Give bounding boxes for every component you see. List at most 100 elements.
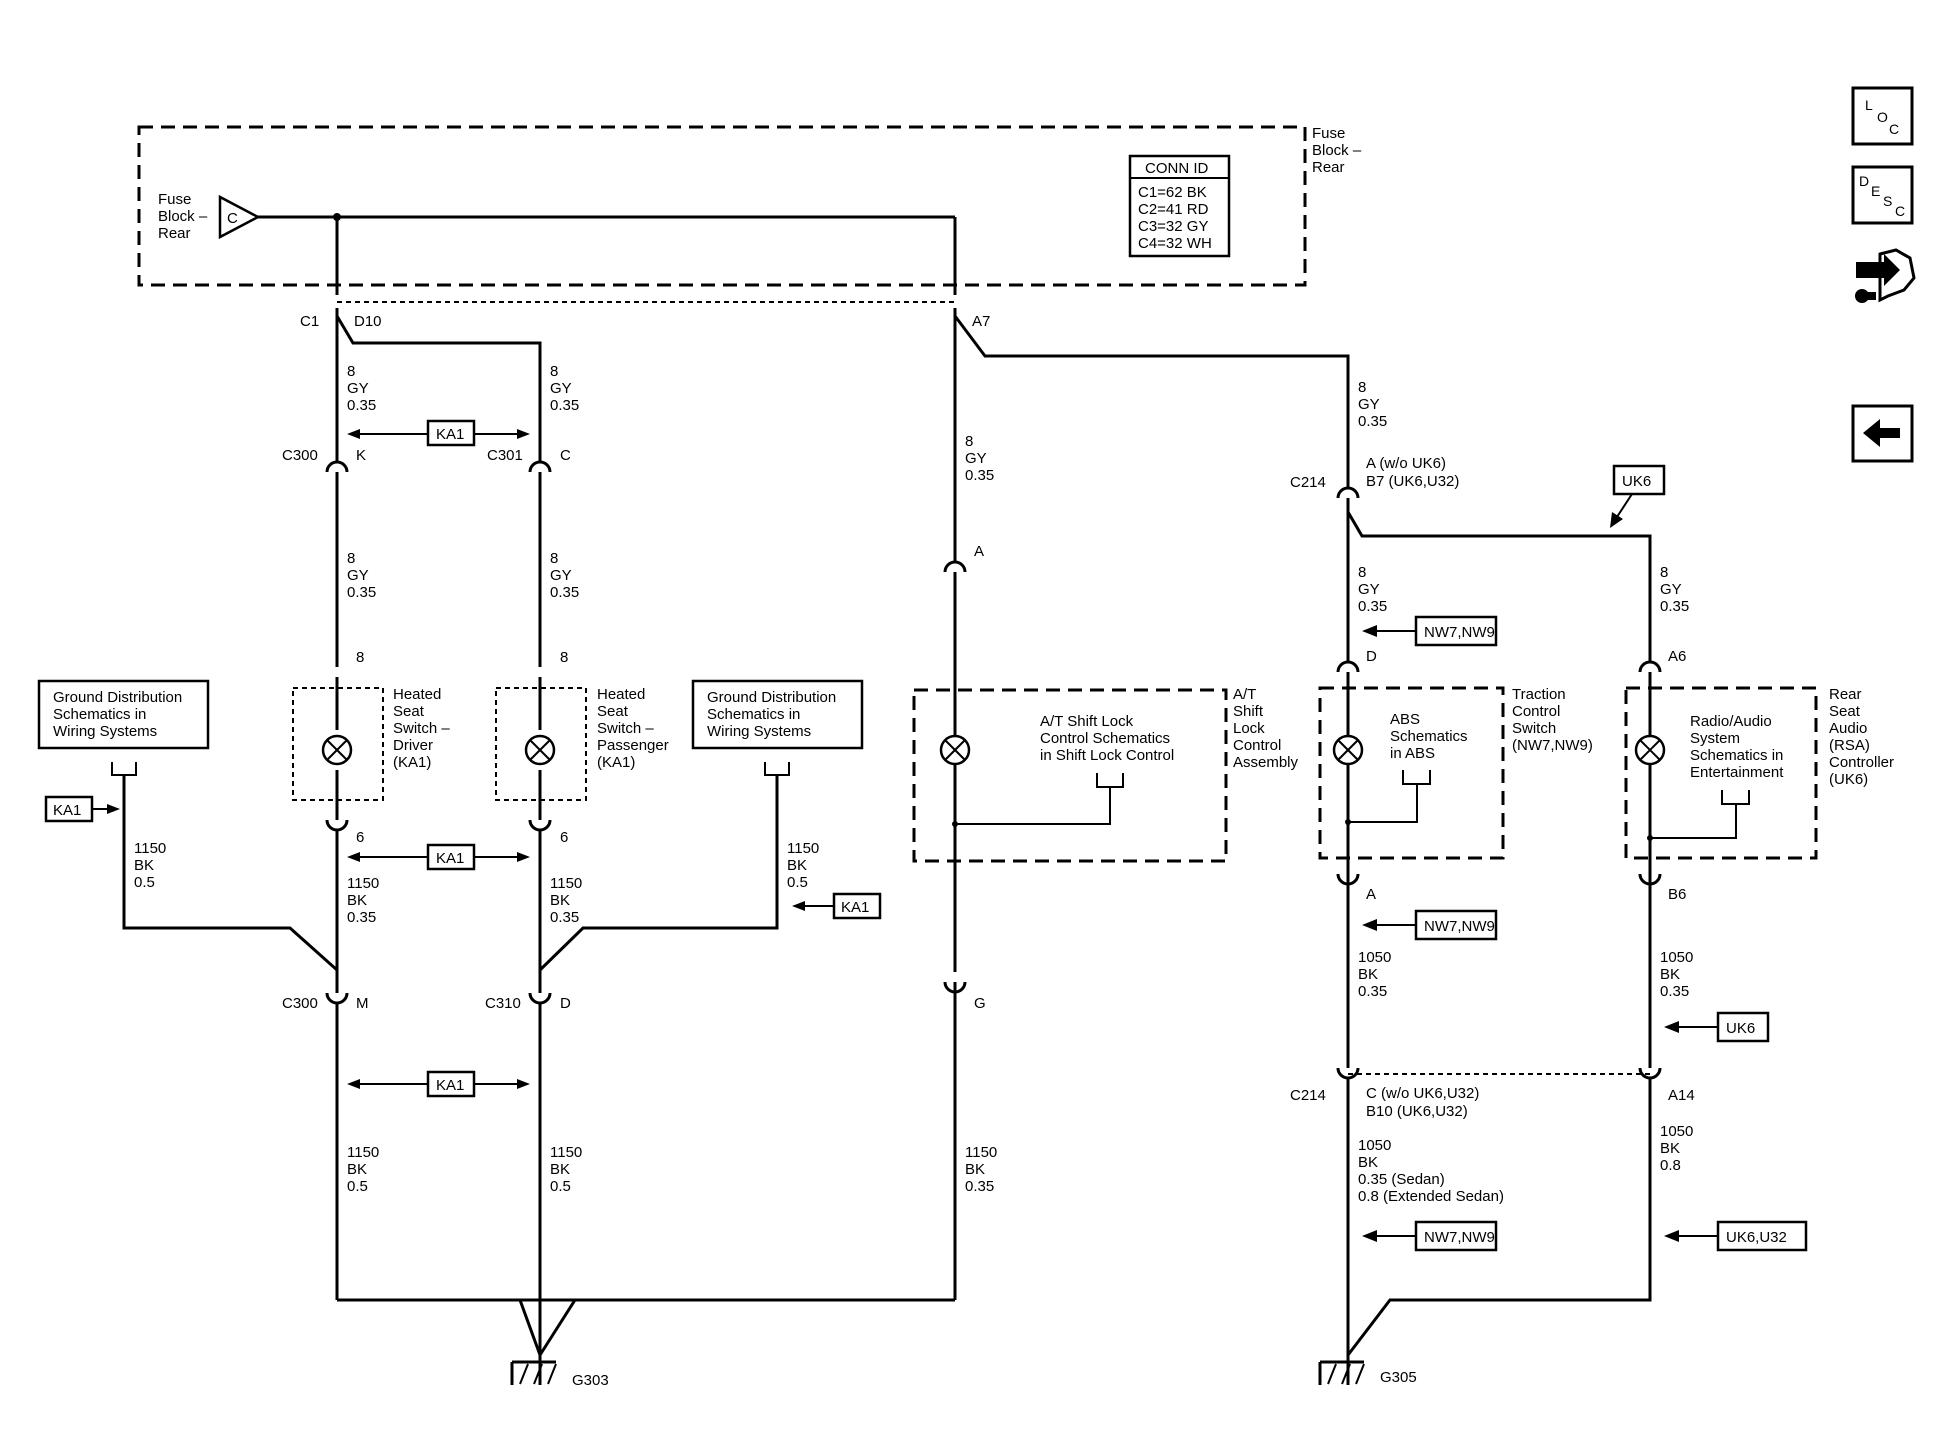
shift-lock-reference[interactable]: A/T Shift Lock Control Schematics in Shi… — [1040, 713, 1174, 764]
svg-text:Rear: Rear — [158, 225, 191, 242]
pin-g-label: G — [974, 995, 986, 1012]
pin-d-label: D — [1366, 648, 1377, 665]
svg-text:Driver: Driver — [393, 737, 433, 754]
svg-text:1150: 1150 — [550, 875, 582, 892]
lamp-icon — [1332, 734, 1364, 766]
wire-label-gy-abs: 8 GY 0.35 — [1358, 564, 1387, 615]
ground-symbol-icon — [1318, 1360, 1365, 1385]
svg-text:S: S — [1883, 193, 1892, 209]
svg-text:8: 8 — [550, 363, 558, 380]
svg-text:in Shift Lock Control: in Shift Lock Control — [1040, 747, 1174, 764]
svg-text:Switch: Switch — [1512, 720, 1556, 737]
wire-label-bk-mid-mid: 1150 BK 0.35 — [550, 875, 582, 926]
lamp-icon — [1634, 734, 1666, 766]
svg-text:1150: 1150 — [134, 840, 166, 857]
uk6-option-label: UK6 — [1622, 473, 1651, 490]
svg-text:Controller: Controller — [1829, 754, 1894, 771]
abs-reference[interactable]: ABS Schematics in ABS — [1390, 711, 1468, 762]
conn-id-row: C1=62 BK — [1138, 184, 1207, 201]
wire-label-bk-mid-bot: 1150 BK 0.5 — [550, 1144, 582, 1195]
svg-text:Audio: Audio — [1829, 720, 1867, 737]
uk6-option-tag[interactable] — [1612, 464, 1666, 496]
ka1-option-tag[interactable] — [426, 843, 476, 871]
wire-label-bk-left-bot: 1150 BK 0.5 — [347, 1144, 379, 1195]
connector-c1-label: C1 — [300, 313, 319, 330]
wire-label-bk-rsa-bot: 1050 BK 0.8 — [1660, 1123, 1693, 1174]
ka1-option-label: KA1 — [53, 802, 81, 819]
conn-id-title: CONN ID — [1145, 160, 1209, 177]
svg-text:Entertainment: Entertainment — [1690, 764, 1784, 781]
heated-seat-driver-box — [292, 687, 384, 801]
svg-text:C: C — [1889, 121, 1899, 137]
ground-symbol-icon — [510, 1360, 557, 1385]
svg-text:Switch –: Switch – — [597, 720, 654, 737]
svg-text:1150: 1150 — [965, 1144, 997, 1161]
ka1-option-tag[interactable] — [426, 1070, 476, 1098]
rsa-controller-label: Rear Seat Audio (RSA) Controller (UK6) — [1829, 686, 1894, 788]
svg-text:L: L — [1865, 97, 1873, 113]
svg-text:Assembly: Assembly — [1233, 754, 1299, 771]
pin-d-label: D — [560, 995, 571, 1012]
wire-label-bk-abs: 1050 BK 0.35 — [1358, 949, 1391, 1000]
svg-text:Schematics: Schematics — [1390, 728, 1468, 745]
uk6-branch-wire — [1346, 511, 1652, 662]
svg-text:0.5: 0.5 — [134, 874, 155, 891]
svg-text:Seat: Seat — [597, 703, 629, 720]
svg-text:Block –: Block – — [1312, 142, 1362, 159]
desc-button[interactable]: D E S C — [1851, 165, 1914, 225]
svg-text:Wiring Systems: Wiring Systems — [53, 723, 157, 740]
svg-text:Schematics in: Schematics in — [707, 706, 800, 723]
svg-text:8: 8 — [1358, 564, 1366, 581]
svg-text:Fuse: Fuse — [1312, 125, 1345, 142]
back-arrow-button[interactable] — [1851, 404, 1914, 463]
rsa-reference[interactable]: Radio/Audio System Schematics in Enterta… — [1690, 713, 1784, 781]
connector-tool-icon[interactable] — [1855, 248, 1916, 303]
nw7-nw9-option-tag[interactable] — [1414, 909, 1498, 941]
svg-text:Schematics in: Schematics in — [53, 706, 146, 723]
svg-text:in ABS: in ABS — [1390, 745, 1435, 762]
ground-distribution-left-box[interactable] — [37, 679, 210, 750]
svg-text:0.5: 0.5 — [550, 1178, 571, 1195]
svg-text:0.35: 0.35 — [550, 397, 579, 414]
nw7-nw9-option-label: NW7,NW9 — [1424, 918, 1495, 935]
svg-text:0.35: 0.35 — [1358, 983, 1387, 1000]
uk6-option-label: UK6 — [1726, 1020, 1755, 1037]
svg-text:0.35: 0.35 — [347, 584, 376, 601]
svg-text:Control: Control — [1512, 703, 1560, 720]
fuse-block-label-left: Fuse Block – Rear — [158, 191, 208, 242]
heated-seat-passenger-box — [495, 687, 587, 801]
wire-label-gy-shift: 8 GY 0.35 — [965, 433, 994, 484]
svg-text:Schematics in: Schematics in — [1690, 747, 1783, 764]
connector-c214-label: C214 — [1290, 474, 1326, 491]
wire-label-bk-ground-right: 1150 BK 0.5 — [787, 840, 819, 891]
svg-text:GY: GY — [347, 567, 369, 584]
wire-label-gy-mid-1: 8 GY 0.35 — [550, 363, 579, 414]
svg-text:0.35: 0.35 — [965, 1178, 994, 1195]
svg-text:Heated: Heated — [597, 686, 645, 703]
pin-a14-label: A14 — [1668, 1087, 1695, 1104]
wire-label-bk-abs-bot: 1050 BK 0.35 (Sedan) 0.8 (Extended Sedan… — [1358, 1137, 1504, 1205]
svg-text:0.35: 0.35 — [550, 909, 579, 926]
connector-c300-label: C300 — [282, 447, 318, 464]
svg-text:GY: GY — [347, 380, 369, 397]
svg-text:Radio/Audio: Radio/Audio — [1690, 713, 1772, 730]
svg-text:1050: 1050 — [1660, 949, 1693, 966]
ka1-option-tag[interactable] — [832, 892, 882, 920]
ka1-option-tag[interactable] — [44, 795, 94, 823]
svg-text:Heated: Heated — [393, 686, 441, 703]
svg-text:Seat: Seat — [1829, 703, 1861, 720]
ka1-option-tag[interactable] — [426, 419, 476, 447]
svg-text:8: 8 — [347, 550, 355, 567]
svg-text:System: System — [1690, 730, 1740, 747]
svg-text:BK: BK — [347, 892, 367, 909]
conn-id-row: C4=32 WH — [1138, 235, 1212, 252]
ground-distribution-right-box[interactable] — [691, 679, 864, 750]
loc-button[interactable]: L O C — [1851, 86, 1914, 146]
pin-b10-label: B10 (UK6,U32) — [1366, 1103, 1468, 1120]
svg-text:(KA1): (KA1) — [597, 754, 635, 771]
uk6-u32-option-tag[interactable] — [1716, 1220, 1808, 1252]
svg-text:1050: 1050 — [1358, 949, 1391, 966]
svg-text:0.35: 0.35 — [347, 909, 376, 926]
pin-k-label: K — [356, 447, 366, 464]
connector-c310-label: C310 — [485, 995, 521, 1012]
